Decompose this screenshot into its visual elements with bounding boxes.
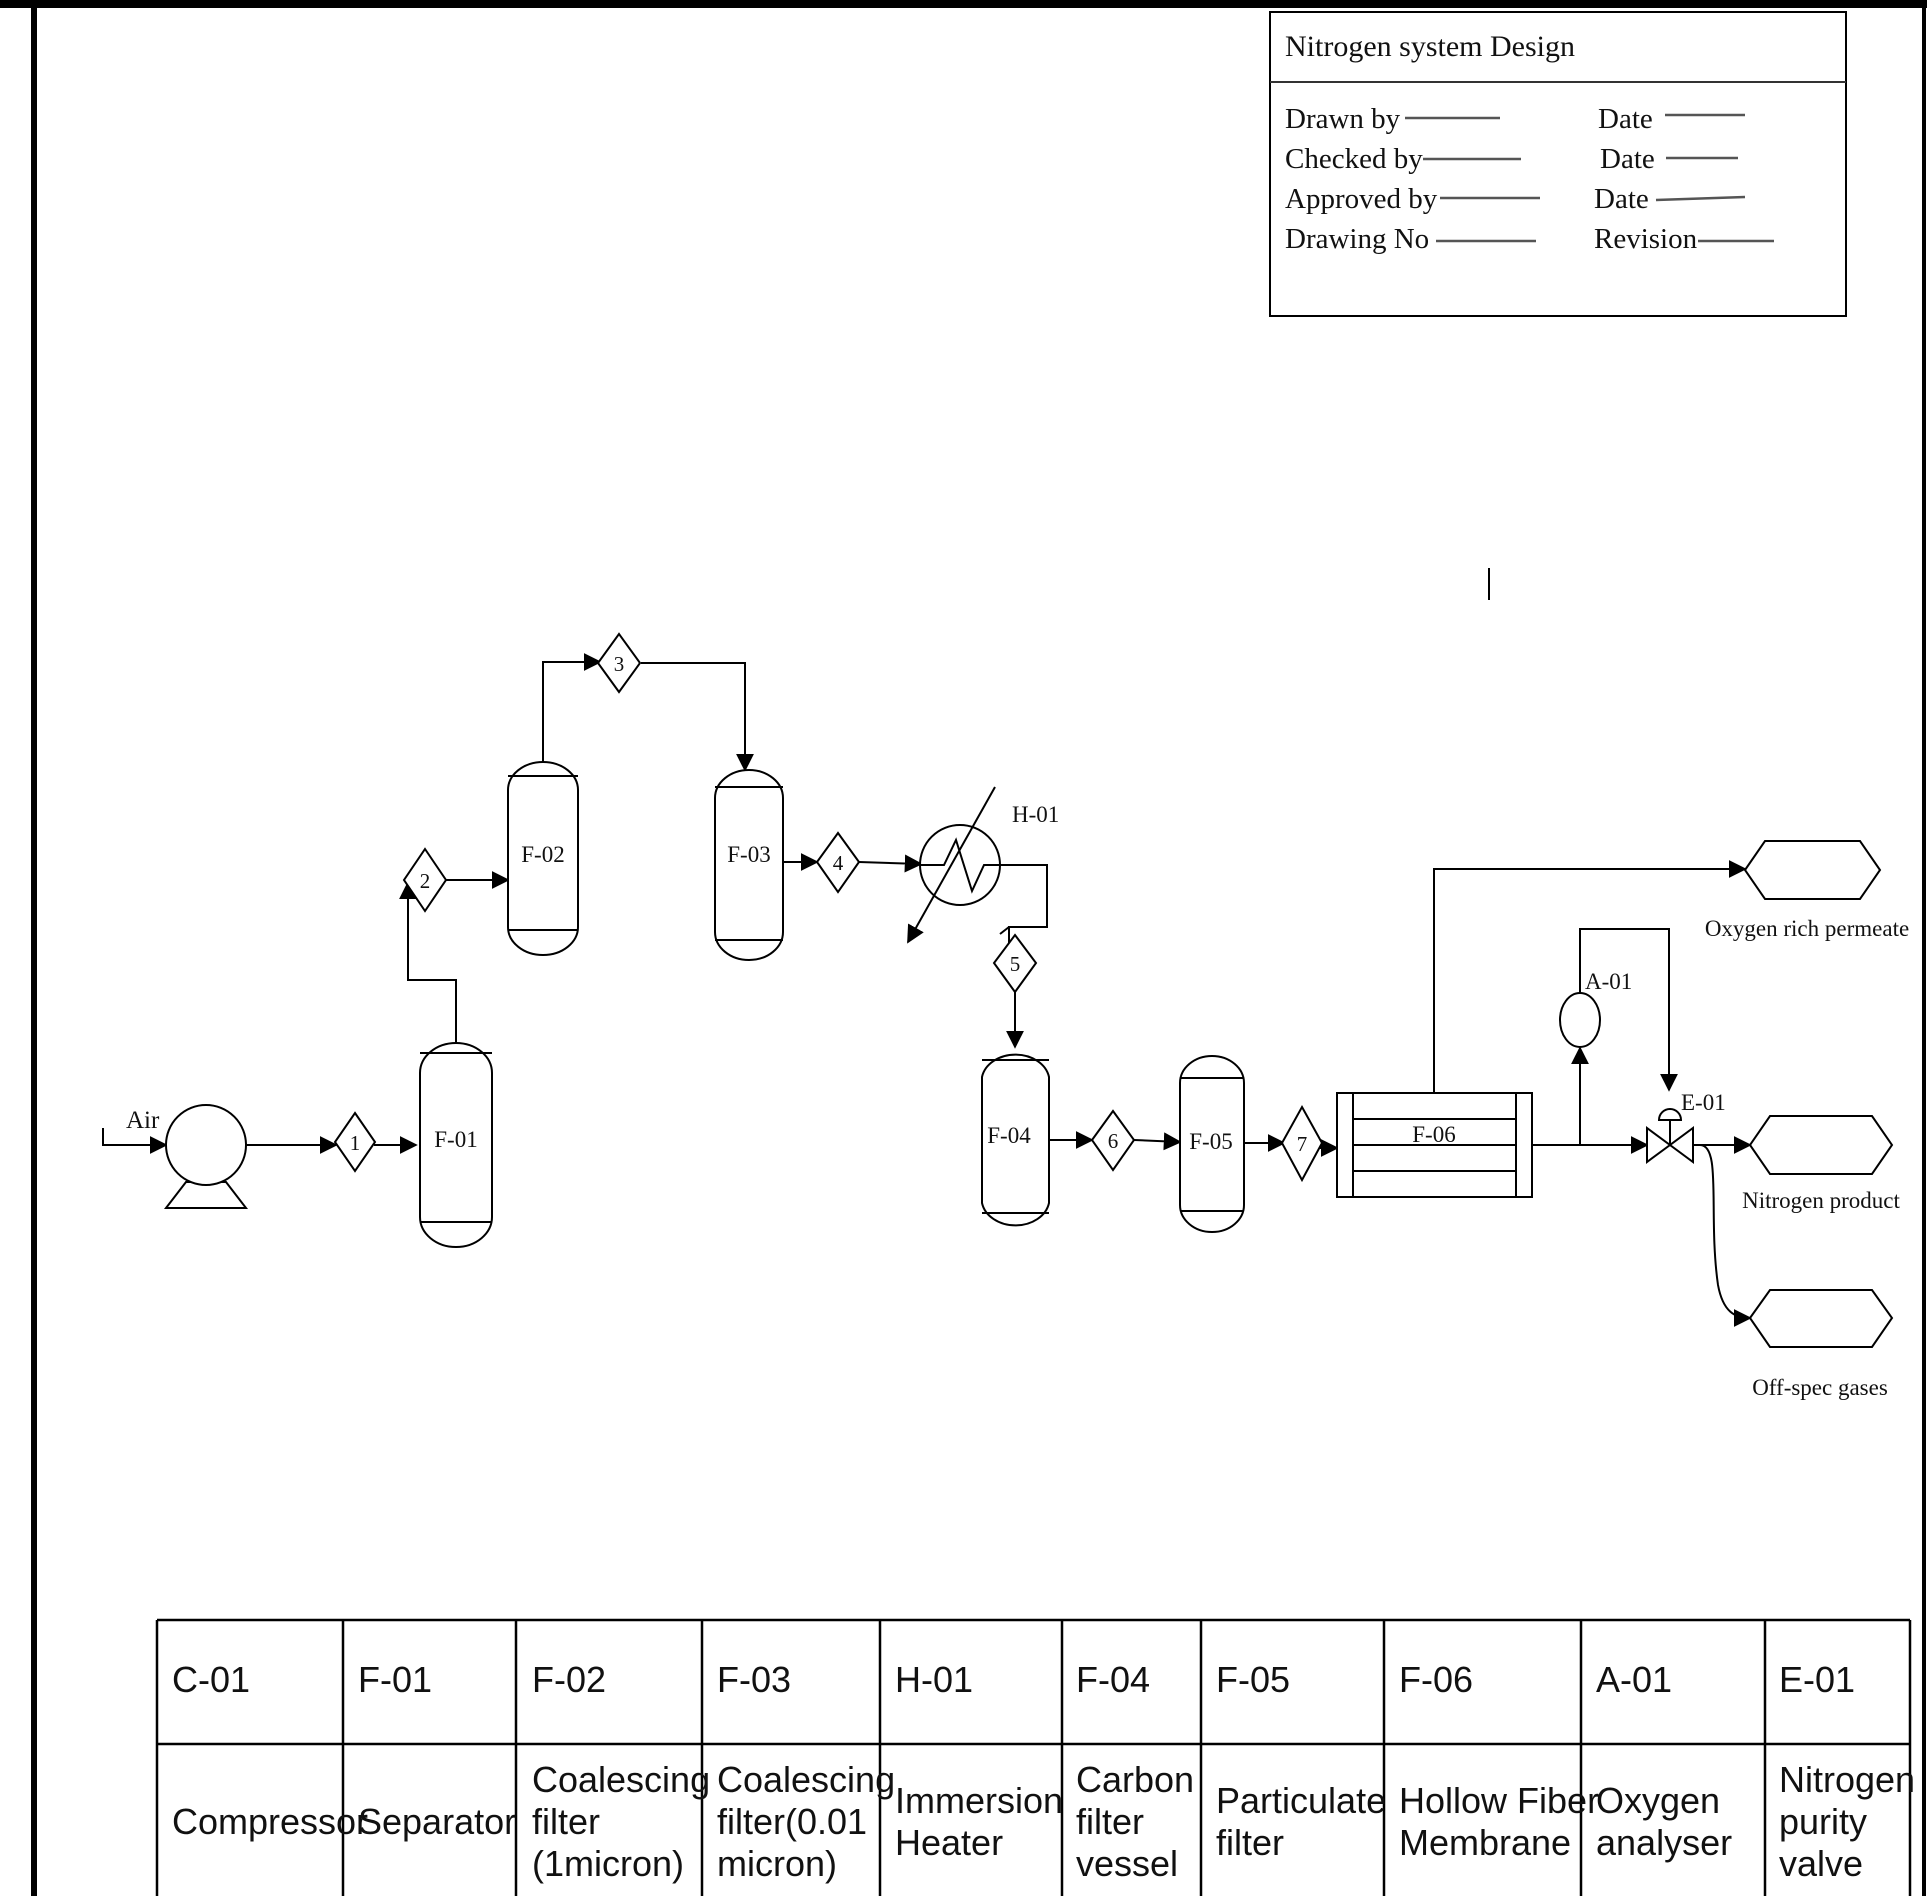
title-block-field-checked-by: Checked by Date [1285, 143, 1738, 175]
svg-text:Approved by: Approved by [1285, 183, 1438, 215]
vessel-f04: F-04 [981, 1053, 1050, 1227]
compressor-c01 [163, 1104, 249, 1209]
title-block-field-drawn-by: Drawn by Date [1285, 103, 1745, 135]
legend-code: F-04 [1076, 1659, 1150, 1700]
title-block-field-approved-by: Approved by Date [1285, 183, 1746, 215]
legend-name: purity [1779, 1801, 1867, 1842]
stream-tag-5: 5 [992, 933, 1038, 994]
title-block-field-drawing-no: Drawing No Revision [1285, 223, 1774, 255]
stream-tag-3: 3 [596, 632, 642, 694]
vessel-f05: F-05 [1179, 1055, 1245, 1233]
legend-name: Immersion [895, 1780, 1063, 1821]
svg-text:Checked by: Checked by [1285, 143, 1423, 175]
heater-h01-label: H-01 [1012, 802, 1059, 827]
legend-name: Carbon [1076, 1759, 1194, 1800]
legend-name: Compressor [172, 1801, 368, 1842]
svg-text:2: 2 [420, 869, 431, 893]
vessel-f01-label: F-01 [434, 1127, 477, 1152]
legend-name: Particulate [1216, 1780, 1386, 1821]
analyser-a01: A-01 [1559, 969, 1632, 1048]
outlet-off-spec-gases: Off-spec gases [1748, 1289, 1894, 1400]
svg-text:Date: Date [1594, 183, 1649, 215]
legend-name: Separator [358, 1801, 516, 1842]
svg-text:Nitrogen product: Nitrogen product [1742, 1188, 1900, 1213]
vessel-f04-label: F-04 [987, 1123, 1031, 1148]
vessel-f03-label: F-03 [727, 842, 770, 867]
stream-tag-6: 6 [1090, 1109, 1136, 1172]
svg-text:6: 6 [1108, 1129, 1119, 1153]
title-block: Nitrogen system Design Drawn by Date Che… [1269, 11, 1847, 317]
stream-tag-1: 1 [333, 1111, 377, 1173]
legend-name: Membrane [1399, 1822, 1571, 1863]
vessel-f01: F-01 [419, 1042, 493, 1248]
legend-name: valve [1779, 1843, 1863, 1884]
svg-text:5: 5 [1010, 952, 1021, 976]
svg-text:1: 1 [350, 1131, 361, 1155]
svg-text:Oxygen rich permeate: Oxygen rich permeate [1705, 916, 1909, 941]
legend-name: Coalescing [717, 1759, 895, 1800]
svg-text:Drawing No: Drawing No [1285, 223, 1429, 255]
legend-name: (1micron) [532, 1843, 684, 1884]
vessel-f05-label: F-05 [1189, 1129, 1232, 1154]
legend-name: micron) [717, 1843, 837, 1884]
vessel-f02-label: F-02 [521, 842, 564, 867]
heater-h01: H-01 [907, 786, 1059, 944]
outlet-oxygen-rich-permeate: Oxygen rich permeate [1705, 840, 1909, 941]
vessel-f02: F-02 [507, 761, 579, 956]
svg-text:3: 3 [614, 652, 625, 676]
legend-code: C-01 [172, 1659, 250, 1700]
stream-tag-4: 4 [815, 831, 861, 894]
membrane-f06: F-06 [1336, 1092, 1533, 1198]
svg-text:7: 7 [1297, 1132, 1308, 1156]
svg-text:Drawn by: Drawn by [1285, 103, 1401, 135]
legend-code: F-06 [1399, 1659, 1473, 1700]
svg-text:Revision: Revision [1594, 223, 1698, 255]
air-inlet-label: Air [126, 1107, 160, 1134]
legend-name: analyser [1596, 1822, 1732, 1863]
svg-text:4: 4 [833, 851, 844, 875]
valve-e01-label: E-01 [1681, 1090, 1726, 1115]
legend-code: F-01 [358, 1659, 432, 1700]
flow-lines [102, 653, 1752, 1327]
legend-code: F-02 [532, 1659, 606, 1700]
legend-name: filter(0.01 [717, 1801, 867, 1842]
legend-name: Oxygen [1596, 1780, 1720, 1821]
legend-name: filter [1216, 1822, 1284, 1863]
legend-name: filter [532, 1801, 600, 1842]
legend-name: Hollow Fiber [1399, 1780, 1599, 1821]
stream-tag-7: 7 [1280, 1104, 1324, 1183]
legend-code: F-03 [717, 1659, 791, 1700]
legend-code: E-01 [1779, 1659, 1855, 1700]
equipment-legend-table: C-01 F-01 F-02 F-03 H-01 F-04 F-05 F-06 … [155, 1618, 1915, 1896]
drawing-title: Nitrogen system Design [1285, 30, 1575, 63]
vessel-f03: F-03 [714, 769, 784, 961]
svg-text:Date: Date [1600, 143, 1655, 175]
legend-code: H-01 [895, 1659, 973, 1700]
legend-code: F-05 [1216, 1659, 1290, 1700]
outlet-nitrogen-product: Nitrogen product [1742, 1115, 1900, 1213]
legend-name: filter [1076, 1801, 1144, 1842]
analyser-a01-label: A-01 [1585, 969, 1632, 994]
valve-e01: E-01 [1646, 1090, 1726, 1164]
legend-name: Coalescing [532, 1759, 710, 1800]
legend-name: Heater [895, 1822, 1003, 1863]
legend-code: A-01 [1596, 1659, 1672, 1700]
legend-name: vessel [1076, 1843, 1178, 1884]
stream-tag-2: 2 [402, 847, 448, 913]
svg-text:Off-spec gases: Off-spec gases [1752, 1375, 1888, 1400]
svg-text:Date: Date [1598, 103, 1653, 135]
membrane-f06-label: F-06 [1412, 1122, 1455, 1147]
legend-name: Nitrogen [1779, 1759, 1915, 1800]
